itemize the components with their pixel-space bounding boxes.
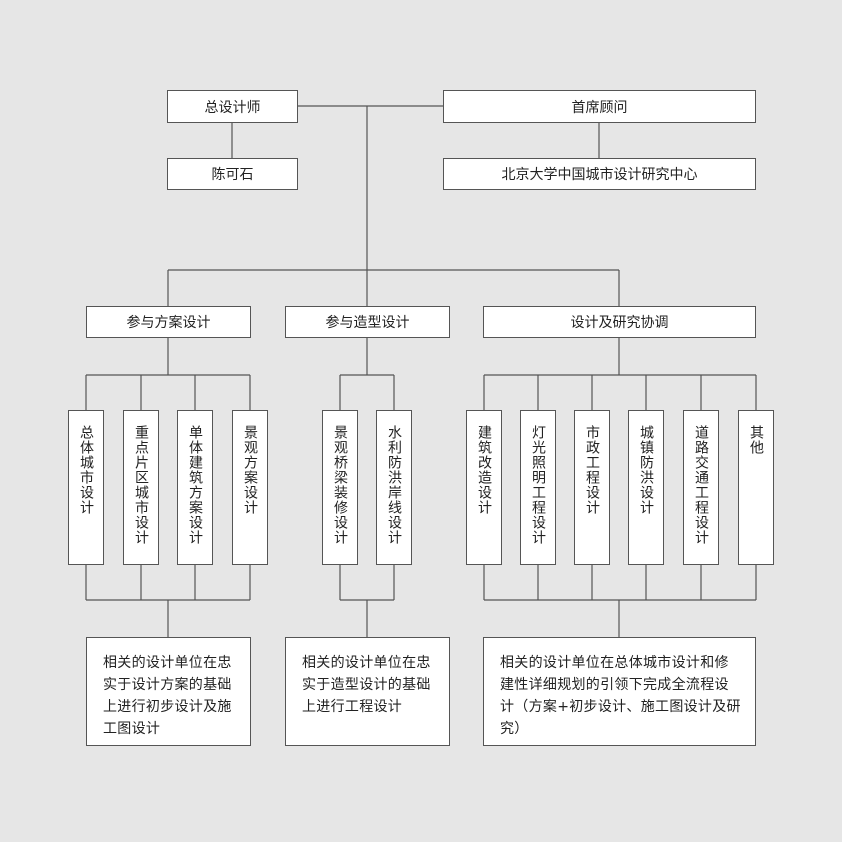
item-label: 水利防洪岸线设计	[386, 425, 402, 545]
item-box: 其他	[738, 410, 774, 565]
group-note-form-design: 相关的设计单位在忠实于造型设计的基础上进行工程设计	[285, 637, 450, 746]
item-label: 其他	[748, 425, 764, 455]
note-text: 相关的设计单位在忠实于设计方案的基础上进行初步设计及施工图设计	[103, 655, 232, 737]
group-title-label: 参与造型设计	[325, 315, 410, 331]
chief-designer-label: 总设计师	[204, 99, 261, 116]
item-label: 道路交通工程设计	[693, 425, 709, 545]
item-box: 市政工程设计	[574, 410, 610, 565]
item-box: 城镇防洪设计	[628, 410, 664, 565]
item-box: 灯光照明工程设计	[520, 410, 556, 565]
advisor-org-name: 北京大学中国城市设计研究中心	[501, 167, 698, 183]
item-box: 道路交通工程设计	[683, 410, 719, 565]
note-text: 相关的设计单位在忠实于造型设计的基础上进行工程设计	[302, 655, 431, 715]
item-box: 重点片区城市设计	[123, 410, 159, 565]
item-label: 城镇防洪设计	[638, 425, 654, 515]
chief-designer-name-box: 陈可石	[167, 158, 298, 190]
chief-advisor-label: 首席顾问	[571, 99, 628, 116]
item-label: 重点片区城市设计	[133, 425, 149, 545]
advisor-org-box: 北京大学中国城市设计研究中心	[443, 158, 756, 190]
group-title-label: 参与方案设计	[126, 315, 211, 331]
item-label: 总体城市设计	[78, 425, 94, 515]
group-title-label: 设计及研究协调	[570, 315, 669, 331]
item-box: 单体建筑方案设计	[177, 410, 213, 565]
item-box: 水利防洪岸线设计	[376, 410, 412, 565]
item-label: 市政工程设计	[584, 425, 600, 515]
item-box: 总体城市设计	[68, 410, 104, 565]
group-title-coordination: 设计及研究协调	[483, 306, 756, 338]
item-box: 景观方案设计	[232, 410, 268, 565]
item-label: 灯光照明工程设计	[530, 425, 546, 545]
item-label: 景观方案设计	[242, 425, 258, 515]
note-text: 相关的设计单位在总体城市设计和修建性详细规划的引领下完成全流程设计（方案+初步设…	[500, 655, 741, 737]
item-label: 景观桥梁装修设计	[332, 425, 348, 545]
group-note-coordination: 相关的设计单位在总体城市设计和修建性详细规划的引领下完成全流程设计（方案+初步设…	[483, 637, 756, 746]
group-title-form-design: 参与造型设计	[285, 306, 450, 338]
group-note-scheme-design: 相关的设计单位在忠实于设计方案的基础上进行初步设计及施工图设计	[86, 637, 251, 746]
item-label: 单体建筑方案设计	[187, 425, 203, 545]
chief-designer-name: 陈可石	[211, 167, 254, 183]
group-title-scheme-design: 参与方案设计	[86, 306, 251, 338]
chief-designer-box: 总设计师	[167, 90, 298, 123]
item-label: 建筑改造设计	[476, 425, 492, 515]
item-box: 建筑改造设计	[466, 410, 502, 565]
chief-advisor-box: 首席顾问	[443, 90, 756, 123]
item-box: 景观桥梁装修设计	[322, 410, 358, 565]
